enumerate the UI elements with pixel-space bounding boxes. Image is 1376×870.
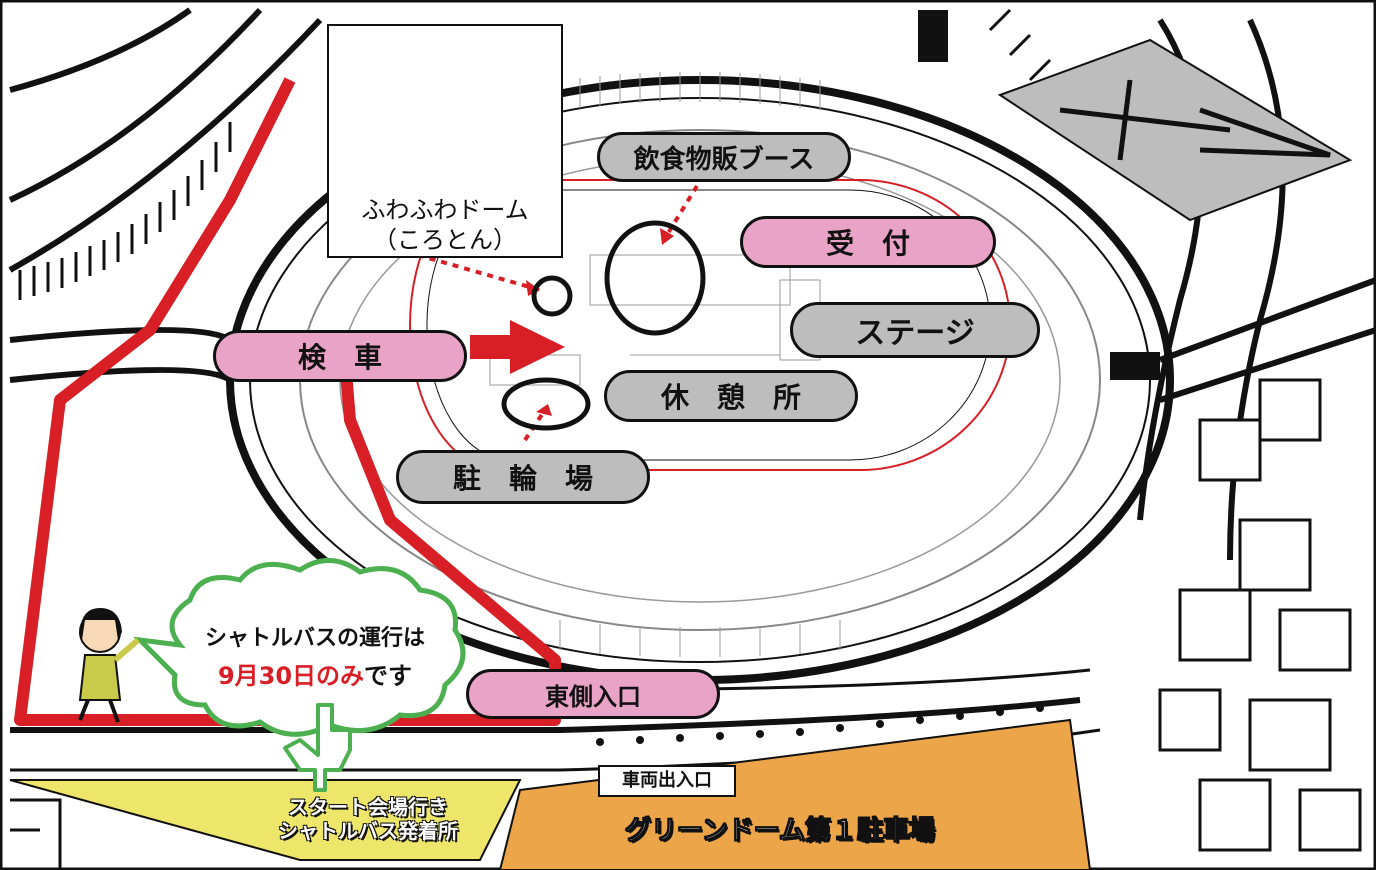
mascot-card: ふわふわドーム （ころとん） bbox=[327, 24, 563, 258]
north-arrow-icon bbox=[997, 38, 1353, 222]
food-booth-label: 飲食物販ブース bbox=[597, 132, 851, 182]
inspection-label: 検 車 bbox=[213, 330, 467, 382]
pointer-arrowheads bbox=[526, 228, 674, 416]
inspection-arrow-icon bbox=[470, 320, 565, 374]
pointing-hand-icon bbox=[283, 703, 352, 792]
arena-stands bbox=[559, 72, 841, 657]
southwest-roads bbox=[10, 798, 62, 870]
bubble-line2: 9月30日のみです bbox=[175, 656, 455, 691]
bubble-line1: シャトルバスの運行は bbox=[204, 626, 425, 651]
guide-girl-figure bbox=[78, 608, 140, 723]
mascot-name: ふわふわドーム bbox=[361, 196, 529, 224]
mascot-nickname: （ころとん） bbox=[373, 226, 517, 254]
east-gate-block bbox=[1110, 352, 1160, 380]
bus-stop-line2: シャトルバス発着所 bbox=[278, 819, 458, 843]
bus-stop-line1: スタート会場行き bbox=[288, 795, 448, 819]
bubble-date: 9月30日のみ bbox=[217, 662, 365, 690]
parking-lot-label: グリーンドーム第１駐車場 bbox=[625, 816, 936, 847]
highlight-circles bbox=[501, 220, 706, 431]
vehicle-entrance-label: 車両出入口 bbox=[598, 765, 736, 797]
dashed-pointers bbox=[417, 184, 699, 442]
parking-lot-area bbox=[498, 718, 1092, 870]
bus-stop-area bbox=[9, 779, 522, 861]
north-gate-block bbox=[918, 10, 948, 62]
buildings-southeast bbox=[1158, 378, 1362, 852]
stage-label: ステージ bbox=[790, 302, 1040, 358]
speech-bubble bbox=[133, 558, 466, 737]
road-hatching bbox=[18, 8, 1092, 300]
rest-area-label: 休 憩 所 bbox=[604, 370, 858, 422]
road-dots bbox=[596, 704, 1044, 746]
bubble-suffix: です bbox=[364, 662, 413, 690]
bus-stop-label: スタート会場行き シャトルバス発着所 bbox=[238, 795, 498, 843]
bicycle-parking-label: 駐 輪 場 bbox=[396, 450, 650, 504]
roads-northwest bbox=[8, 7, 323, 383]
east-entrance-label: 東側入口 bbox=[466, 669, 720, 719]
reception-label: 受 付 bbox=[740, 216, 996, 268]
